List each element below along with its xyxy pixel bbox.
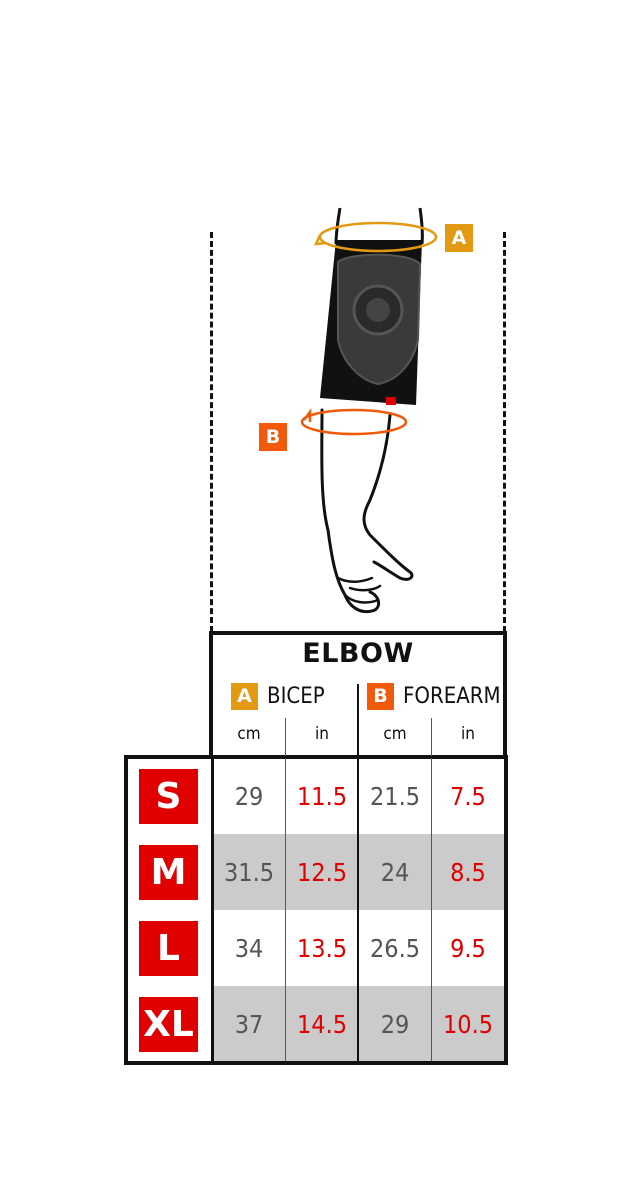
marker-b-badge: B <box>259 423 287 451</box>
cell-s-bicep-in: 11.5 <box>296 781 348 811</box>
col-divider-body-1 <box>285 758 286 1061</box>
cell-xl-forearm-cm: 29 <box>380 1009 410 1039</box>
cell-m-bicep-in: 12.5 <box>296 857 348 887</box>
group-bicep: A BICEP <box>231 682 325 710</box>
size-badge-s: S <box>139 769 198 824</box>
bicep-ring-arrow <box>313 234 327 246</box>
sleeve-logo-tag <box>386 397 396 405</box>
marker-a-badge: A <box>445 224 473 252</box>
forearm-ring-arrow <box>303 408 312 422</box>
unit-forearm-cm: cm <box>383 724 407 744</box>
cell-xl-bicep-in: 14.5 <box>296 1009 348 1039</box>
col-divider-header-1 <box>285 718 286 756</box>
unit-bicep-in: in <box>315 724 329 744</box>
group-forearm: B FOREARM <box>367 682 501 710</box>
unit-bicep-cm: cm <box>237 724 261 744</box>
group-forearm-label: FOREARM <box>403 683 501 709</box>
size-badge-xl: XL <box>139 997 198 1052</box>
cell-m-bicep-cm: 31.5 <box>223 857 275 887</box>
cell-l-bicep-cm: 34 <box>234 933 264 963</box>
cell-xl-bicep-cm: 37 <box>234 1009 264 1039</box>
forearm-measure-ring <box>300 408 408 436</box>
cell-s-bicep-cm: 29 <box>234 781 264 811</box>
cell-l-forearm-cm: 26.5 <box>369 933 421 963</box>
col-divider-header-3 <box>431 718 432 756</box>
cell-m-forearm-cm: 24 <box>380 857 410 887</box>
group-bicep-badge: A <box>231 682 258 710</box>
size-badge-m: M <box>139 845 198 900</box>
cell-xl-forearm-in: 10.5 <box>442 1009 494 1039</box>
col-divider-header-2 <box>357 684 359 756</box>
hand-fingers <box>336 576 382 604</box>
cell-s-forearm-cm: 21.5 <box>369 781 421 811</box>
group-bicep-label: BICEP <box>267 683 325 709</box>
col-divider-body-2 <box>357 758 359 1061</box>
size-badge-l: L <box>139 921 198 976</box>
arm-elbow-pad-illustration <box>300 207 438 614</box>
cell-l-forearm-in: 9.5 <box>450 933 486 963</box>
col-divider-size <box>211 758 214 1061</box>
col-divider-body-3 <box>431 758 432 1061</box>
cell-l-bicep-in: 13.5 <box>296 933 348 963</box>
pad-inner-disc <box>366 298 390 322</box>
cell-m-forearm-in: 8.5 <box>450 857 486 887</box>
forearm-outline <box>320 408 414 614</box>
group-forearm-badge: B <box>367 682 394 710</box>
unit-forearm-in: in <box>461 724 475 744</box>
left-dashed-guide <box>210 232 213 632</box>
cell-s-forearm-in: 7.5 <box>450 781 486 811</box>
table-title: ELBOW <box>302 638 414 669</box>
right-dashed-guide <box>503 232 506 632</box>
